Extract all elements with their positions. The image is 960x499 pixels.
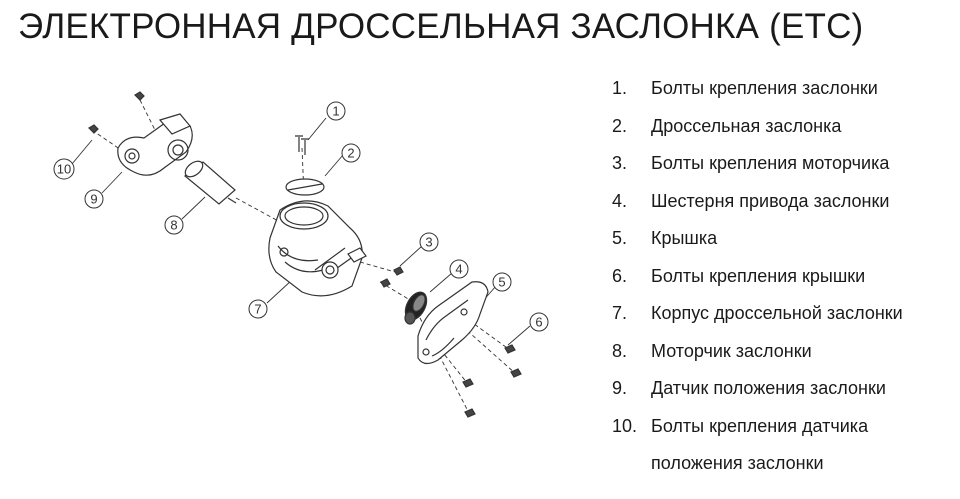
legend-number: 4.	[612, 190, 628, 211]
legend-label: Шестерня привода заслонки	[651, 190, 890, 211]
callout-3: 3	[419, 232, 439, 252]
legend-item: 1. Болты крепления заслонки	[612, 74, 958, 112]
assembly-lines	[91, 99, 517, 416]
callout-6: 6	[529, 312, 549, 332]
motor-bolts	[380, 266, 404, 288]
callout-label: 4	[455, 262, 462, 277]
legend-label: Крышка	[651, 228, 718, 248]
drive-gear	[404, 291, 428, 325]
legend-item: 9. Датчик положения заслонки	[612, 374, 958, 412]
callout-label: 9	[90, 192, 97, 207]
legend-label: Дроссельная заслонка	[651, 115, 842, 136]
legend-item: 2. Дроссельная заслонка	[612, 112, 958, 150]
throttle-exploded-diagram: 1 2 3 4 5 6 7 8 9 10	[53, 91, 549, 418]
cover-bolts	[462, 344, 522, 418]
legend-label: Корпус дроссельной заслонки	[651, 303, 903, 323]
legend-label: Болты крепления крышки	[651, 265, 866, 286]
callout-2: 2	[341, 143, 361, 163]
callout-label: 10	[57, 162, 71, 177]
callout-label: 2	[347, 146, 354, 161]
callout-5: 5	[492, 272, 512, 292]
parts-legend: 1. Болты крепления заслонки 2. Дроссельная…	[612, 74, 958, 474]
legend-item: 7. Корпус дроссельной заслонки	[612, 299, 958, 337]
legend-number: 7.	[612, 303, 628, 323]
legend-label: Моторчик заслонки	[651, 340, 812, 361]
legend-label: Болты крепления моторчика	[651, 153, 890, 173]
legend-item: 8. Моторчик заслонки	[612, 337, 958, 375]
legend-number: 2.	[612, 115, 628, 136]
callout-label: 8	[170, 218, 177, 233]
page-title: ЭЛЕКТРОННАЯ ДРОССЕЛЬНАЯ ЗАСЛОНКА (ETC)	[18, 7, 864, 46]
callout-8: 8	[164, 215, 184, 235]
legend-item: 5. Крышка	[612, 224, 958, 262]
throttle-motor	[184, 160, 237, 205]
throttle-body	[268, 200, 367, 297]
legend-label: Болты крепления датчика положения заслон…	[651, 415, 869, 473]
callout-4: 4	[449, 259, 469, 279]
legend-number: 10.	[612, 415, 638, 436]
legend-label: Болты крепления заслонки	[651, 78, 878, 98]
legend-number: 8.	[612, 340, 628, 361]
legend-number: 1.	[612, 78, 628, 98]
legend-number: 6.	[612, 265, 628, 286]
callout-1: 1	[326, 101, 346, 121]
callout-label: 7	[254, 302, 261, 317]
callout-7: 7	[248, 299, 268, 319]
legend-item: 3. Болты крепления моторчика	[612, 149, 958, 187]
callout-9: 9	[84, 189, 104, 209]
legend-item: 10. Болты крепления датчика положения зас…	[612, 412, 958, 474]
legend-number: 9.	[612, 378, 628, 398]
callout-label: 6	[535, 315, 542, 330]
throttle-plate	[285, 178, 325, 196]
callout-label: 3	[425, 235, 432, 250]
legend-label: Датчик положения заслонки	[651, 378, 886, 398]
callouts: 1 2 3 4 5 6 7 8 9 10	[53, 101, 549, 332]
legend-number: 3.	[612, 153, 628, 173]
plate-screws	[295, 135, 309, 155]
sensor-bolts	[88, 91, 145, 134]
gear-cover	[417, 281, 489, 365]
position-sensor	[117, 113, 193, 176]
legend-item: 6. Болты крепления крышки	[612, 262, 958, 300]
legend-number: 5.	[612, 228, 628, 248]
leader-lines	[71, 117, 531, 346]
callout-label: 5	[498, 275, 505, 290]
legend-item: 4. Шестерня привода заслонки	[612, 187, 958, 225]
callout-label: 1	[332, 104, 339, 119]
callout-10: 10	[53, 158, 75, 180]
